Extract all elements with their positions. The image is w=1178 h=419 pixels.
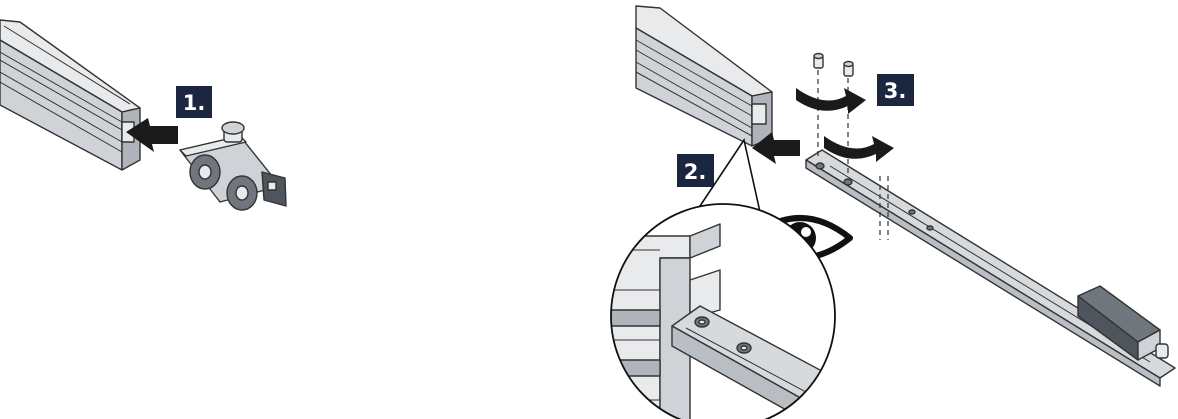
screw-right — [843, 60, 854, 176]
damper-block — [1077, 285, 1169, 361]
alignment-lines — [879, 176, 889, 240]
step-2-label: 2. — [684, 160, 707, 184]
step-2-badge: 2. — [677, 154, 714, 187]
push-arrow-icon — [126, 118, 178, 152]
step-3-label: 3. — [884, 79, 907, 103]
push-arrow-icon — [752, 132, 800, 164]
step-1-badge: 1. — [176, 86, 212, 118]
track-profile-right — [635, 5, 773, 147]
roller-carriage — [179, 121, 287, 211]
curved-arrow-icon — [796, 88, 866, 114]
screw-left — [813, 52, 824, 160]
guide-rail — [805, 149, 1176, 387]
track-profile-left — [0, 19, 141, 171]
detail-magnifier — [610, 203, 836, 419]
step-1-label: 1. — [183, 91, 206, 115]
step-3-badge: 3. — [877, 74, 914, 106]
curved-arrow-icon — [824, 136, 894, 162]
